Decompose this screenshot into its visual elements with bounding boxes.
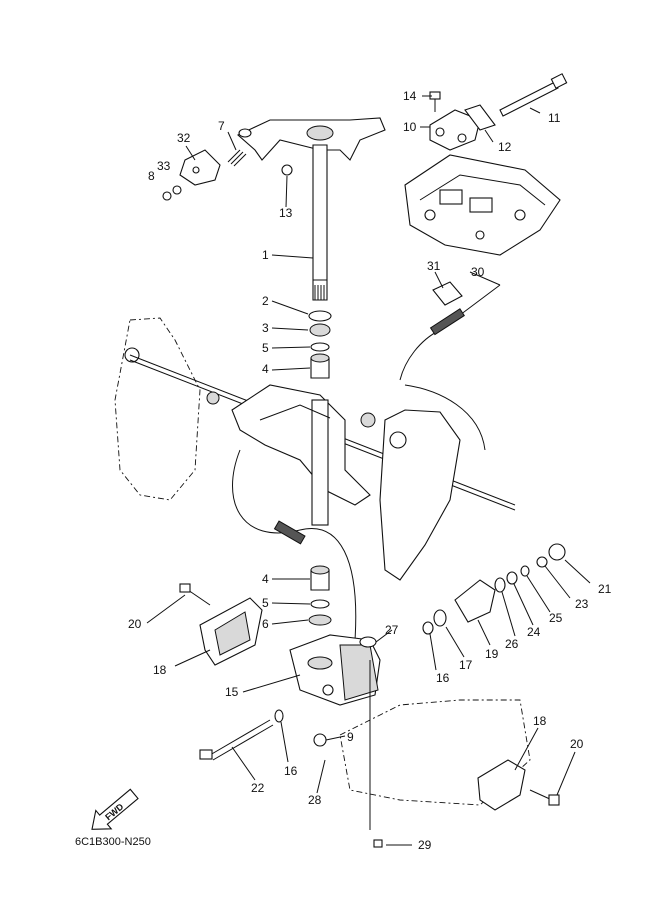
- washer-33: [172, 185, 182, 195]
- clamp-bracket-right: [379, 409, 461, 581]
- callout-5-lower: 5: [262, 596, 269, 610]
- callout-29: 29: [418, 838, 432, 852]
- bushing-4-lower: [310, 565, 330, 591]
- mount-19: [454, 579, 496, 623]
- callout-20-right: 20: [570, 737, 584, 751]
- callout-10: 10: [403, 120, 417, 134]
- callout-3: 3: [262, 321, 269, 335]
- bolt-22: [199, 719, 274, 761]
- callout-26: 26: [505, 637, 519, 651]
- clamp-bracket-left: [114, 317, 201, 501]
- bushing-right: [360, 412, 376, 428]
- callout-4-upper: 4: [262, 362, 269, 376]
- callout-14: 14: [403, 89, 417, 103]
- nut-21: [548, 543, 566, 561]
- washer-16-left: [274, 709, 284, 723]
- callout-18-left: 18: [153, 663, 167, 677]
- clip-9: [313, 733, 327, 747]
- wire-harness: [232, 449, 357, 641]
- callout-1: 1: [262, 248, 269, 262]
- screw-29: [373, 839, 383, 848]
- callout-8: 8: [148, 169, 155, 183]
- callout-6: 6: [262, 617, 269, 631]
- callout-17: 17: [459, 658, 473, 672]
- bracket-10: [429, 109, 481, 151]
- clip-27: [359, 636, 377, 648]
- callout-5-upper: 5: [262, 341, 269, 355]
- callout-11: 11: [548, 111, 561, 125]
- callout-18-right: 18: [533, 714, 547, 728]
- washer-24: [506, 571, 518, 585]
- nut-13: [281, 164, 293, 176]
- mount-rubber-18-right: [477, 759, 526, 811]
- lower-mount-15: [289, 634, 381, 706]
- callout-15: 15: [225, 685, 239, 699]
- stud-7: [227, 149, 247, 167]
- oring-5: [310, 342, 330, 352]
- diagram-code: 6C1B300-N250: [75, 836, 151, 848]
- clip-31: [432, 281, 463, 306]
- bushing-left: [206, 391, 220, 405]
- callout-12: 12: [498, 140, 512, 154]
- bolt-20-right: [529, 789, 560, 806]
- bolt-11: [499, 73, 568, 117]
- callout-23: 23: [575, 597, 589, 611]
- callout-2: 2: [262, 294, 269, 308]
- callout-21: 21: [598, 582, 612, 596]
- nut-23: [536, 556, 548, 568]
- washer-26: [494, 577, 506, 593]
- nut-8: [162, 191, 172, 201]
- mount-rubber-18-left: [199, 597, 263, 666]
- bolt-20-left: [179, 583, 211, 606]
- callout-27: 27: [385, 623, 399, 637]
- steering-arm: [237, 117, 386, 161]
- bracket-32: [179, 149, 221, 186]
- callout-28: 28: [308, 793, 322, 807]
- clamp-left-boss: [124, 347, 140, 363]
- oring-5-lower: [310, 599, 330, 609]
- plate-12: [464, 104, 496, 131]
- callout-25: 25: [549, 611, 563, 625]
- callout-33: 33: [157, 159, 171, 173]
- callout-16-left: 16: [284, 764, 298, 778]
- callout-30: 30: [471, 265, 485, 279]
- callout-20-left: 20: [128, 617, 142, 631]
- engine-mount-plate: [404, 154, 561, 256]
- callout-22: 22: [251, 781, 265, 795]
- bushing-4-upper: [310, 353, 330, 379]
- washer-6: [308, 614, 332, 626]
- callout-24: 24: [527, 625, 541, 639]
- clamp-right-boss: [389, 431, 407, 449]
- washer-16-right: [422, 621, 434, 635]
- callout-19: 19: [485, 647, 499, 661]
- part-17: [433, 609, 447, 627]
- bolt-14: [429, 91, 441, 112]
- swivel-bracket: [231, 384, 371, 526]
- callout-13: 13: [279, 206, 293, 220]
- callout-9: 9: [347, 730, 354, 744]
- callout-16-right: 16: [436, 671, 450, 685]
- washer-25: [520, 565, 530, 577]
- fwd-arrow-icon: FWD: [91, 788, 139, 830]
- callout-31: 31: [427, 259, 441, 273]
- callout-7: 7: [218, 119, 225, 133]
- washer-2: [308, 310, 332, 322]
- leader-lines: [146, 95, 591, 846]
- steering-shaft: [312, 144, 328, 301]
- callout-32: 32: [177, 131, 191, 145]
- bushing-3: [309, 323, 331, 337]
- callout-4-lower: 4: [262, 572, 269, 586]
- callout-labels: 1 2 3 4 5 4 5 6 7 8 9 10 11 12 13 14 15 …: [128, 89, 612, 852]
- cable-30: [399, 284, 501, 451]
